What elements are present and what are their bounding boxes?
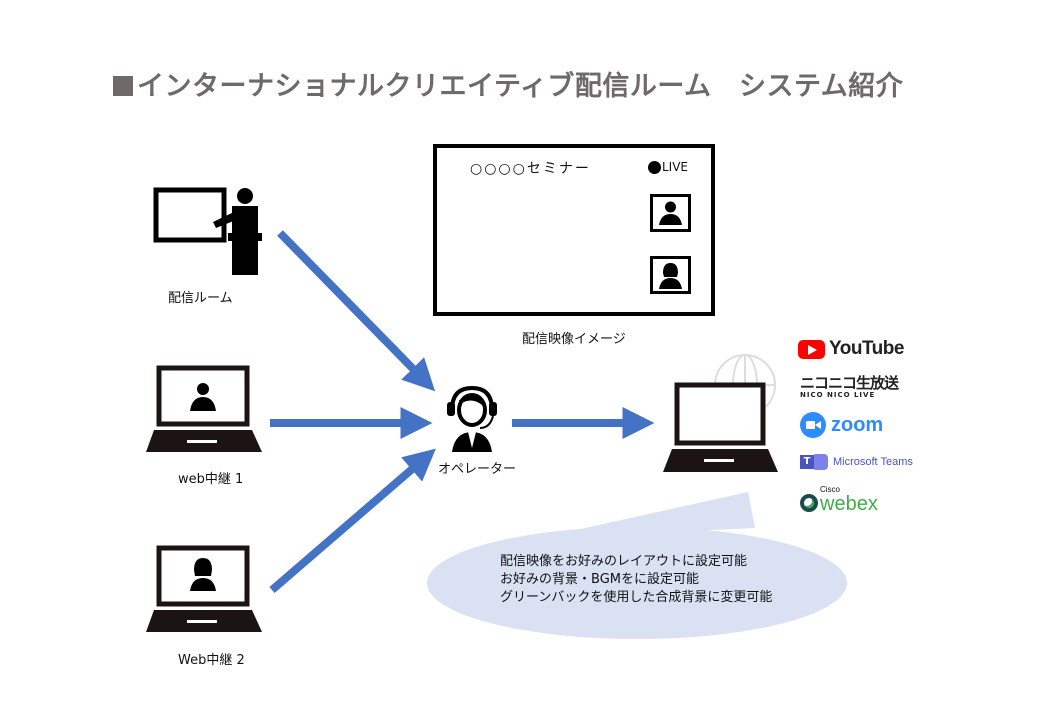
platform-teams: T Microsoft Teams [800,452,913,472]
bubble-text: 配信映像をお好みのレイアウトに設定可能 お好みの背景・BGMをに設定可能 グリー… [500,553,772,607]
flow-arrows [269,230,655,594]
bubble-line: グリーンバックを使用した合成背景に変更可能 [500,590,773,605]
square-bullet-icon [113,76,133,96]
niconico-label: ニコニコ生放送 [800,374,899,392]
live-indicator: LIVE [648,160,688,174]
webex-text: Cisco webex [820,485,878,515]
platform-youtube: YouTube [798,338,904,360]
source-label-room: 配信ルーム [168,291,233,306]
woman-avatar-icon [659,263,682,289]
webex-cisco-label: Cisco [820,485,841,494]
arrow-room-to-operator [277,230,436,392]
source-label-web2: Web中継 2 [178,653,245,668]
page-title-text: インターナショナルクリエイティブ配信ルーム システム紹介 [137,71,904,102]
bubble-line: 配信映像をお好みのレイアウトに設定可能 [500,554,748,569]
bubble-ellipse [427,527,847,639]
headset-operator-icon [447,385,497,452]
live-label: LIVE [662,160,689,174]
webex-ring-icon [800,494,818,512]
thumbnail-man [650,194,691,232]
zoom-label: zoom [831,413,884,436]
live-dot-icon [648,160,661,174]
youtube-play-icon [798,339,825,359]
arrow-web2-to-operator [269,448,436,594]
niconico-sub-label: NICO NICO LIVE [800,391,876,399]
teams-icon: T [800,452,830,472]
bubble-line: お好みの背景・BGMをに設定可能 [500,572,699,587]
thumbnail-woman [650,256,691,294]
laptop-woman-icon [146,545,262,632]
youtube-label: YouTube [829,338,904,359]
platform-zoom: zoom [800,412,883,438]
page-title: インターナショナルクリエイティブ配信ルーム システム紹介 [113,64,903,103]
webex-label: webex [820,493,878,515]
operator-label: オペレーター [438,462,517,477]
teams-label: Microsoft Teams [833,456,913,468]
bubble-tail [540,492,755,538]
platform-webex: Cisco webex [800,486,878,514]
platform-niconico: ニコニコ生放送 NICO NICO LIVE [800,372,899,399]
laptop-man-icon [146,365,262,452]
preview-caption: 配信映像イメージ [522,332,626,347]
man-avatar-icon [659,201,682,225]
zoom-camera-icon [800,412,826,438]
presenter-podium-icon [153,187,262,275]
preview-screen-title: ○○○○セミナー [470,161,591,177]
source-label-web1: web中継 1 [178,472,244,487]
laptop-globe-icon [663,354,778,472]
speech-bubble [427,492,847,639]
